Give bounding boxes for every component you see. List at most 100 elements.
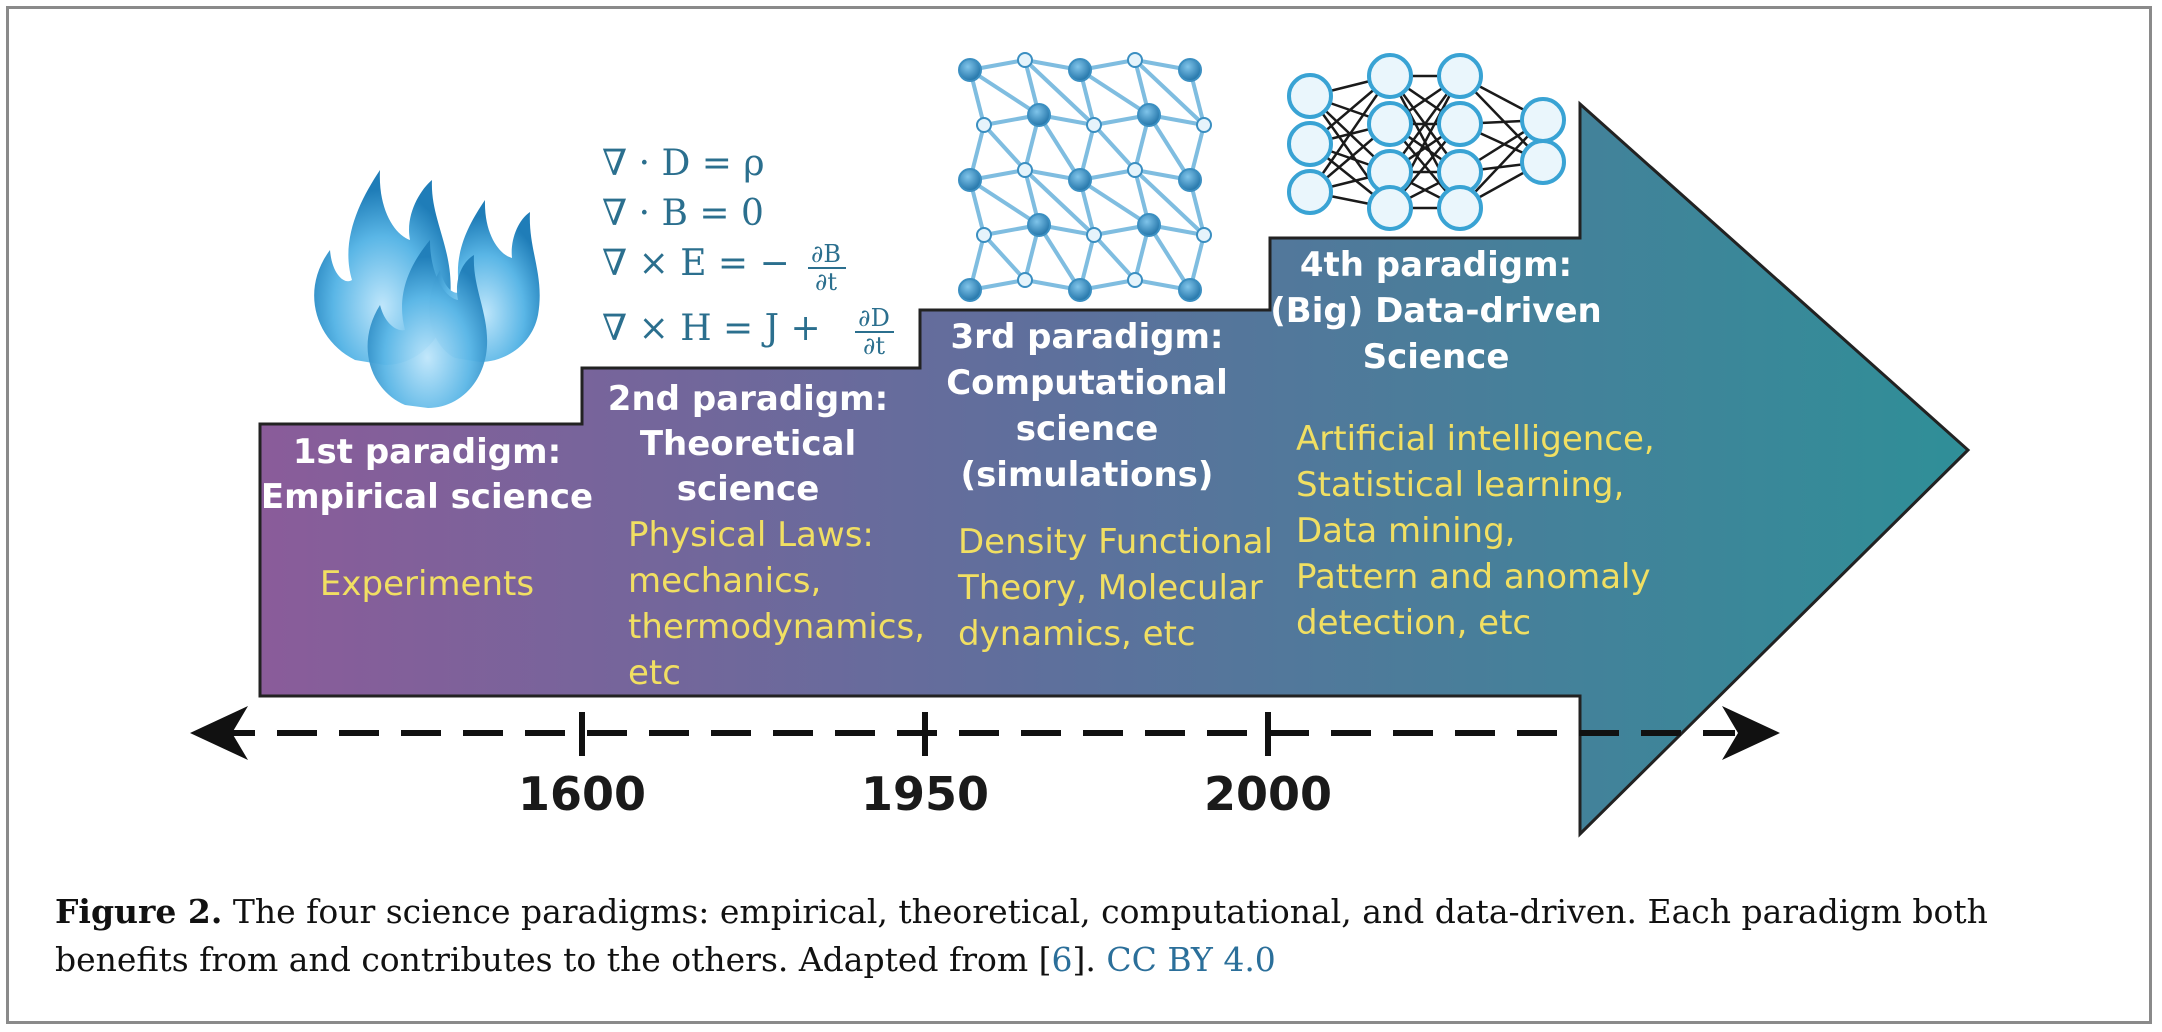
paradigm-4-title-line-2: (Big) Data-driven [1270,291,1601,331]
lattice-atom [1137,213,1161,237]
network-node [1520,97,1566,143]
paradigm-4-detail-line-3: Data mining, [1296,511,1516,551]
equation-1: ∇ · D = ρ [602,143,765,184]
paradigm-4-title-line-3: Science [1363,337,1510,377]
lattice-bond [1078,68,1151,117]
lattice-atom [1127,272,1143,288]
figure-caption: Figure 2. The four science paradigms: em… [55,888,2115,984]
paradigm-3-detail-line-1: Density Functional [958,522,1273,562]
paradigm-3-title-line-3: science [1016,409,1159,449]
paradigm-3-title-line-4: (simulations) [961,455,1214,495]
paradigm-2: 2nd paradigm: Theoretical science Physic… [608,379,925,693]
timeline-right-arrowhead [1722,706,1780,760]
timeline-left-arrowhead [190,706,248,760]
network-node [1287,121,1333,167]
paradigm-2-title-line-1: 2nd paradigm: [608,379,888,419]
equation-2: ∇ · B = 0 [602,193,764,234]
network-node [1287,169,1333,215]
paradigm-4-title-line-1: 4th paradigm: [1300,245,1572,285]
network-node [1287,73,1333,119]
network-connection [1308,75,1392,193]
lattice-atom [1068,168,1092,192]
lattice-bond [968,178,1041,227]
lattice-atom [1017,162,1033,178]
lattice-atom [958,278,982,302]
lattice-atom [1196,117,1212,133]
paradigm-1: 1st paradigm: Empirical science Experime… [261,432,593,604]
paradigm-3-detail-line-3: dynamics, etc [958,614,1196,654]
paradigm-2-detail-line-2: mechanics, [628,561,821,601]
equation-3-numerator: ∂B [811,240,841,268]
crystal-lattice-icon [958,52,1212,302]
year-label-1600: 1600 [518,767,646,821]
lattice-bond [1147,223,1192,292]
year-label-2000: 2000 [1204,767,1332,821]
lattice-bond [968,68,1041,117]
caption-reference-link[interactable]: 6 [1051,940,1073,979]
paradigm-4-detail-line-5: detection, etc [1296,603,1531,643]
paradigm-2-title-line-2: Theoretical [640,424,856,464]
lattice-atom [1068,58,1092,82]
year-label-1950: 1950 [861,767,989,821]
equation-4-lhs: ∇ × H = J + [602,308,821,349]
paradigm-1-title-line-1: 1st paradigm: [293,432,561,472]
caption-label: Figure 2. [55,892,223,931]
paradigm-3-title-line-1: 3rd paradigm: [951,317,1224,357]
paradigm-arrow [258,100,1971,838]
lattice-atom [1068,278,1092,302]
lattice-atom [976,227,992,243]
lattice-bond [1023,168,1096,237]
equation-3-lhs: ∇ × E = − [602,243,790,284]
lattice-atom [1196,227,1212,243]
lattice-bond [1133,58,1206,127]
network-node [1437,185,1483,231]
network-node [1437,53,1483,99]
lattice-atom [1178,168,1202,192]
lattice-bond [1092,233,1137,282]
network-node [1367,101,1413,147]
paradigm-1-title-line-2: Empirical science [261,477,593,517]
lattice-atom [1137,103,1161,127]
flames-icon [314,170,540,408]
timeline: 1600 1950 2000 [190,706,1780,821]
paradigm-2-detail-line-4: etc [628,653,681,693]
equation-4-denominator: ∂t [863,332,885,360]
paradigm-4: 4th paradigm: (Big) Data-driven Science … [1270,245,1654,643]
lattice-bond [982,123,1027,172]
lattice-atom [1127,162,1143,178]
maxwell-equations: ∇ · D = ρ ∇ · B = 0 ∇ × E = − ∂B ∂t ∇ × … [602,143,894,360]
lattice-atom [1178,58,1202,82]
lattice-bond [1078,178,1151,227]
paradigm-2-title-line-3: science [677,469,820,509]
lattice-bond [1023,58,1096,127]
lattice-atom [1086,227,1102,243]
lattice-atom [1086,117,1102,133]
lattice-bond [1147,113,1192,182]
lattice-atom [1027,103,1051,127]
caption-license-link[interactable]: CC BY 4.0 [1106,940,1276,979]
lattice-atom [1027,213,1051,237]
equation-4-numerator: ∂D [858,304,890,332]
network-node [1437,101,1483,147]
lattice-atom [1127,52,1143,68]
paradigm-2-detail-line-3: thermodynamics, [628,607,925,647]
network-node [1520,139,1566,185]
lattice-atom [1017,52,1033,68]
paradigm-3-title-line-2: Computational [946,363,1228,403]
caption-text-after-ref: ]. [1072,940,1107,979]
lattice-bond [982,233,1027,282]
lattice-atom [976,117,992,133]
lattice-bond [1037,113,1082,182]
network-node [1367,53,1413,99]
lattice-atom [958,58,982,82]
equation-3-denominator: ∂t [815,268,837,296]
paradigm-3: 3rd paradigm: Computational science (sim… [946,317,1273,654]
lattice-atom [1017,272,1033,288]
paradigms-diagram: 1600 1950 2000 1st paradigm: Empirical s… [190,52,1971,838]
lattice-bond [1092,123,1137,172]
paradigm-4-detail-line-1: Artificial intelligence, [1296,419,1655,459]
paradigm-4-detail-line-4: Pattern and anomaly [1296,557,1651,597]
neural-network-icon [1287,53,1566,231]
paradigm-3-detail-line-2: Theory, Molecular [957,568,1263,608]
network-node [1367,185,1413,231]
